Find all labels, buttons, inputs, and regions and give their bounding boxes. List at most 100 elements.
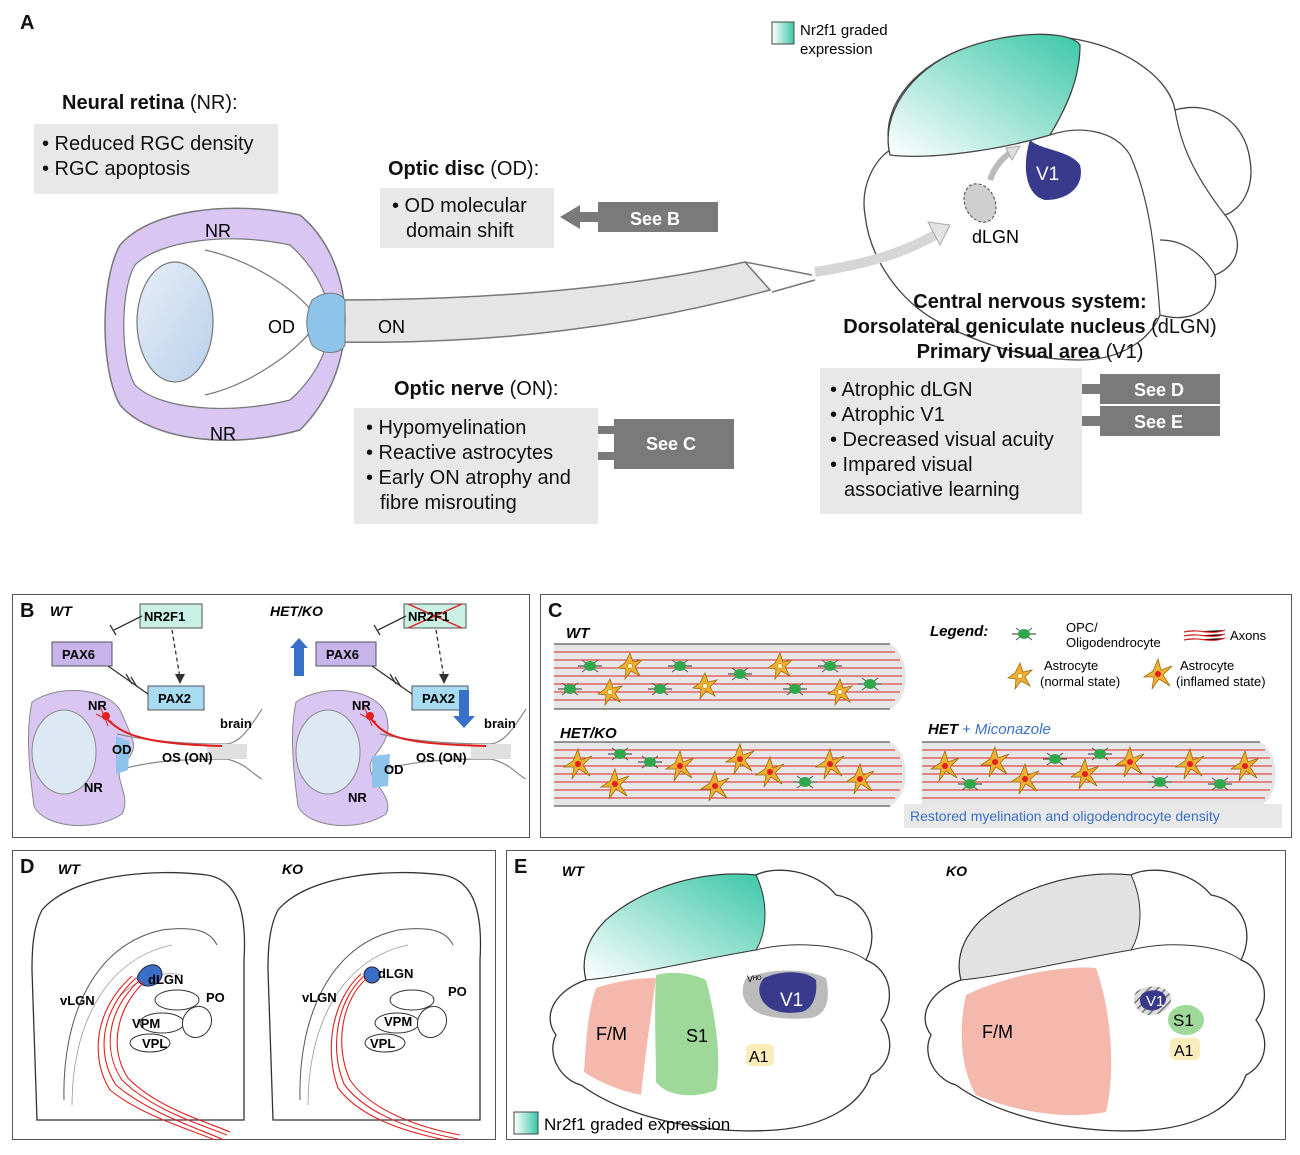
legend-astro-inflamed-icon [1143,658,1173,690]
see-c-label: See C [646,434,696,454]
panel-b-het-os: OS (ON) [416,750,467,765]
see-d-label: See D [1134,380,1184,400]
od-box: • OD molecular domain shift [380,188,554,248]
panel-a-drawing: NR NR OD ON V1 dLGN Nr2f1 graded express… [104,21,1252,469]
panel-b-wt-pax6: PAX6 [62,647,95,662]
panel-c-restored-text: Restored myelination and oligodendrocyte… [910,808,1220,824]
legend-swatch-a [771,21,795,45]
legend-opc-1: OPC/ [1066,620,1098,635]
panel-d-ko-vpm: VPM [384,1014,412,1029]
see-b-arrow [560,202,718,232]
panel-b-het-pax6: PAX6 [326,647,359,662]
panel-e-wt-s1: S1 [686,1026,708,1046]
cns-heading: Central nervous system: Dorsolateral gen… [843,291,1217,363]
panel-b-label: B [20,600,35,622]
panel-c-mic-bundle [922,741,1276,807]
panel-d-ko-vlgn: vLGN [302,990,337,1005]
panel-b-het-nr-bottom: NR [348,790,367,805]
panel-c-restored-box [904,804,1282,828]
panel-e-wt-vho: Vᴴᴼ [747,974,762,984]
panel-d-wt-vlgn: vLGN [60,993,95,1008]
on-heading: Optic nerve (ON): [394,378,559,400]
panel-b-wt-nr-top: NR [88,698,107,713]
panel-b-wt-od: OD [112,742,132,757]
panel-e-ko-fm: F/M [982,1022,1013,1042]
eye-on-label: ON [378,317,405,337]
panel-e-wt-fm: F/M [596,1024,627,1044]
panel-d-ko-label: KO [282,861,303,877]
legend-a-line1: Nr2f1 graded [800,22,888,39]
panel-c-het-bundle [554,741,906,807]
panel-d-wt-po: PO [206,990,225,1005]
legend-opc-icon [1011,627,1037,641]
legend-opc-2: Oligodendrocyte [1066,635,1161,650]
legend-astro-normal-icon [1007,662,1033,690]
legend-astro-inflamed-2: (inflamed state) [1176,674,1266,689]
panel-d-wt-label: WT [58,861,81,877]
nr-heading: Neural retina (NR): [62,92,238,114]
panel-b-het-nr2f1: NR2F1 [408,609,449,624]
optic-nerve [334,261,772,344]
panel-e-wt-label: WT [562,863,585,879]
panel-c-het-plus-label: HET [928,721,960,738]
panel-d-ko-section [267,871,482,1140]
panel-b-wt-nr-bottom: NR [84,780,103,795]
legend-a-line2: expression [800,41,873,58]
panel-e-wt-v1: V1 [780,990,803,1011]
legend-axons-icon [1183,629,1226,641]
cns-box: • Atrophic dLGN • Atrophic V1 • Decrease… [820,368,1082,514]
legend-axons: Axons [1230,628,1267,643]
panel-e-ko-brain [924,869,1266,1132]
legend-astro-normal-2: (normal state) [1040,674,1120,689]
panel-d-wt-vpl: VPL [142,1036,167,1051]
panel-b-het-nr-top: NR [352,698,371,713]
panel-e-legend-text: Nr2f1 graded expression [544,1115,730,1134]
eye-nr-bottom-label: NR [210,424,236,444]
panel-e-ko-a1: A1 [1174,1043,1194,1060]
legend-astro-inflamed-1: Astrocyte [1180,658,1234,673]
panel-b-wt-os: OS (ON) [162,750,213,765]
panel-e-ko-s1: S1 [1173,1011,1194,1030]
panel-e-legend-swatch [513,1111,539,1135]
panel-c-wt-label: WT [566,625,591,642]
panel-e-ko-label: KO [946,863,967,879]
nr-box: • Reduced RGC density • RGC apoptosis [34,124,278,194]
brain-v1-label: V1 [1036,164,1059,185]
brain-dlgn-label: dLGN [972,227,1019,247]
panel-b-drawing: WT NR2F1 PAX6 PAX2 NR OD OS (ON) brain N… [27,603,527,826]
panel-e-wt-a1: A1 [749,1049,769,1066]
od-heading: Optic disc (OD): [388,158,540,180]
panel-e-drawing: WT F/M S1 A1 V1 Vᴴᴼ KO F/M S1 A1 V1 Nr2f… [513,863,1266,1135]
eye-od-label: OD [268,317,295,337]
on-box: • Hypomyelination • Reactive astrocytes … [354,408,598,524]
panel-b-het-od: OD [384,762,404,777]
panel-c-drawing: WT HET/KO HET + Miconazole [554,620,1282,828]
see-b-label: See B [630,209,680,229]
panel-b [12,594,530,838]
panel-b-het-label: HET/KO [270,603,323,619]
panel-e-label: E [514,856,528,878]
panel-c-label: C [548,600,563,622]
legend-astro-normal-1: Astrocyte [1044,658,1098,673]
eye-nr-top-label: NR [205,221,231,241]
panel-e [506,850,1286,1140]
panel-b-het-brain: brain [484,716,516,731]
panel-d-ko-dlgn: dLGN [378,966,413,981]
panel-c-het-label: HET/KO [560,725,617,742]
panel-d-drawing: WT dLGN vLGN VPM VPL PO KO dLGN vLGN VPM… [31,861,482,1140]
panel-b-het [290,603,527,826]
panel-b-wt-nr2f1: NR2F1 [144,609,185,624]
brain-a [814,33,1252,361]
panel-a-label: A [20,12,35,34]
panel-e-wt-brain [549,869,891,1132]
panel-d-wt-dlgn: dLGN [148,972,183,987]
lens [136,261,214,383]
panel-d-label: D [20,856,35,878]
panel-b-het-pax2: PAX2 [422,691,455,706]
panel-b-wt-pax2: PAX2 [158,691,191,706]
panel-c-wt-bundle [554,643,906,710]
panel-d [12,850,496,1140]
panel-d-wt-section [31,871,246,1140]
panel-d-wt-vpm: VPM [132,1016,160,1031]
panel-b-wt [27,603,263,826]
